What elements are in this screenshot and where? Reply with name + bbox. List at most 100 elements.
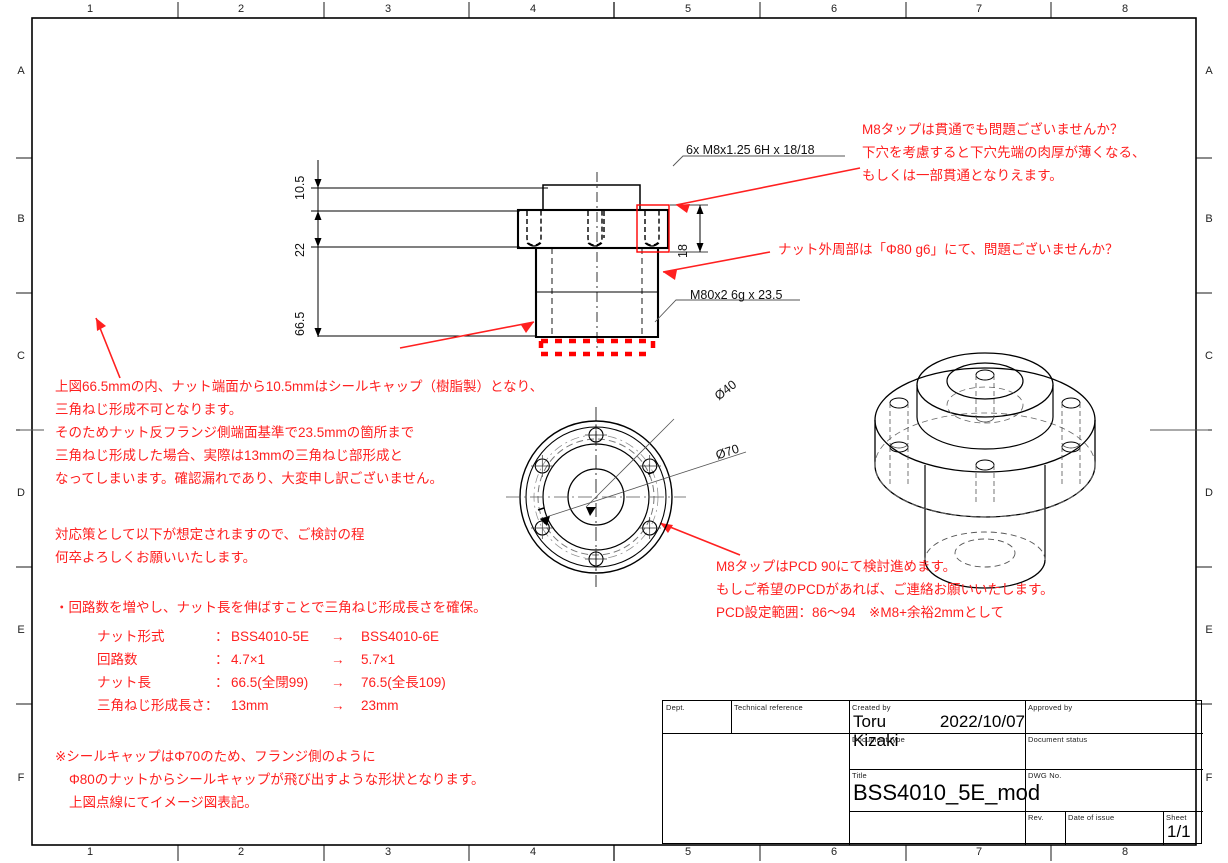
- spec-before: 13mm: [231, 698, 269, 713]
- document-type-label: Document type: [852, 735, 906, 744]
- zone-left-b: B: [17, 213, 25, 225]
- title-block-date-of-issue: Date of issue: [1065, 811, 1163, 845]
- spec-label: 回路数: [97, 652, 138, 667]
- spec-arrow: →: [331, 675, 345, 690]
- dimension-18: 18: [676, 244, 690, 258]
- annotation-seal-cap-line-5: なってしまいます。確認漏れであり、大変申し訳ございません。: [55, 471, 443, 486]
- title-block-dept: Dept.: [663, 701, 731, 733]
- spec-after: BSS4010-6E: [361, 629, 440, 644]
- spec-colon: ：: [215, 652, 229, 667]
- annotation-outer-diameter: ナット外周部は「Φ80 g6」にて、問題ございませんか？: [778, 242, 1119, 257]
- annotation-footnote-line-3: 上図点線にてイメージ図表記。: [69, 795, 258, 810]
- annotation-pcd: M8タップはPCD 90にて検討進めます。 もしご希望のPCDがあれば、ご連絡お…: [716, 555, 1054, 624]
- zone-right-f: F: [1205, 772, 1213, 784]
- annotation-seal-cap: 上図66.5mmの内、ナット端面から10.5mmはシールキャップ（樹脂製）となり…: [55, 375, 543, 490]
- document-status-label: Document status: [1028, 735, 1088, 744]
- annotation-footnote-line-2: Φ80のナットからシールキャップが飛び出すような形状となります。: [69, 772, 485, 787]
- spec-after: 5.7×1: [361, 652, 396, 667]
- zone-right-e: E: [1205, 624, 1213, 636]
- title-block-rev: Rev.: [1025, 811, 1065, 845]
- zone-right-c: C: [1205, 350, 1213, 362]
- annotation-tap-through-line-2: 下穴を考慮すると下穴先端の肉厚が薄くなる、: [862, 145, 1146, 160]
- spec-table: ナット形式 ： BSS4010-5E → BSS4010-6E 回路数 ： 4.…: [97, 625, 491, 717]
- zone-bottom-2: 2: [237, 846, 245, 858]
- annotation-tap-through-line-3: もしくは一部貫通となりえます。: [862, 168, 1063, 183]
- title-block: Dept. Technical reference Created by Tor…: [662, 700, 1203, 845]
- zone-top-8: 8: [1121, 3, 1129, 15]
- zone-right-b: B: [1205, 213, 1213, 225]
- dwg-no-label: DWG No.: [1028, 771, 1062, 780]
- title-block-approved-by: Approved by: [1025, 701, 1203, 733]
- annotation-seal-cap-line-1: 上図66.5mmの内、ナット端面から10.5mmはシールキャップ（樹脂製）となり…: [55, 379, 544, 394]
- spec-before: 66.5(全閕99): [231, 675, 309, 690]
- annotation-proposal-head: ・回路数を増やし、ナット長を伸ばすことで三角ねじ形成長さを確保。: [55, 600, 487, 615]
- zone-top-5: 5: [684, 3, 692, 15]
- approved-by-label: Approved by: [1028, 703, 1073, 712]
- zone-bottom-3: 3: [384, 846, 392, 858]
- sheet-value: 1/1: [1167, 822, 1191, 841]
- title-block-document-type: Document type: [849, 733, 1025, 769]
- spec-colon: ：: [215, 675, 229, 690]
- title-block-created-by: Created by Toru Kizaki 2022/10/07: [849, 701, 1025, 750]
- annotation-tap-through-line-1: M8タップは貫通でも問題ございませんか？: [862, 122, 1124, 137]
- annotation-seal-cap-line-2: 三角ねじ形成不可となります。: [55, 402, 243, 417]
- date-of-issue-label: Date of issue: [1068, 813, 1115, 822]
- spec-row: 三角ねじ形成長さ： 13mm → 23mm: [97, 694, 491, 717]
- thread-callout: M80x2 6g x 23.5: [690, 288, 783, 302]
- spec-row: ナット形式 ： BSS4010-5E → BSS4010-6E: [97, 625, 491, 648]
- dept-label: Dept.: [666, 703, 685, 712]
- spec-label: 三角ねじ形成長さ：: [97, 698, 219, 713]
- zone-bottom-8: 8: [1121, 846, 1129, 858]
- zone-right-d: D: [1205, 487, 1213, 499]
- sheet-label: Sheet: [1166, 813, 1187, 822]
- spec-label: ナット形式: [97, 629, 165, 644]
- rev-label: Rev.: [1028, 813, 1044, 822]
- title-value: BSS4010_5E_mod: [853, 780, 1041, 805]
- dimension-10-5: 10.5: [293, 175, 307, 200]
- dimension-66-5: 66.5: [293, 311, 307, 336]
- zone-top-7: 7: [975, 3, 983, 15]
- annotation-pcd-line-3: PCD設定範囲：86〜94 ※M8+余裕2mmとして: [716, 605, 1005, 620]
- created-by-name: Toru Kizaki: [853, 712, 899, 750]
- spec-before: BSS4010-5E: [231, 629, 310, 644]
- zone-left-a: A: [17, 65, 25, 77]
- title-block-dwg-no: DWG No.: [1025, 769, 1203, 811]
- zone-bottom-4: 4: [529, 846, 537, 858]
- spec-label: ナット長: [97, 675, 151, 690]
- title-block-technical-reference: Technical reference: [731, 701, 849, 733]
- zone-left-e: E: [17, 624, 25, 636]
- zone-bottom-5: 5: [684, 846, 692, 858]
- spec-before: 4.7×1: [231, 652, 266, 667]
- spec-after: 76.5(全長109): [361, 675, 446, 690]
- zone-top-1: 1: [86, 3, 94, 15]
- zone-left-d: D: [17, 487, 25, 499]
- dimension-22: 22: [293, 243, 307, 257]
- spec-row: ナット長 ： 66.5(全閕99) → 76.5(全長109): [97, 671, 491, 694]
- created-by-label: Created by: [852, 703, 891, 712]
- spec-arrow: →: [331, 652, 345, 667]
- annotation-request: 対応策として以下が想定されますので、ご検討の程 何卒よろしくお願いいたします。: [55, 523, 365, 569]
- title-block-title: Title BSS4010_5E_mod: [849, 769, 1041, 845]
- annotation-seal-cap-line-3: そのためナット反フランジ側端面基準で23.5mmの箇所まで: [55, 425, 415, 440]
- tap-callout: 6x M8x1.25 6H x 18/18: [686, 143, 815, 157]
- annotation-seal-cap-line-4: 三角ねじ形成した場合、実際は13mmの三角ねじ部形成と: [55, 448, 404, 463]
- spec-arrow: →: [331, 629, 345, 644]
- zone-bottom-1: 1: [86, 846, 94, 858]
- annotation-footnote: ※シールキャップはΦ70のため、フランジ側のように Φ80のナットからシールキャ…: [55, 745, 485, 814]
- zone-bottom-6: 6: [830, 846, 838, 858]
- zone-top-2: 2: [237, 3, 245, 15]
- zone-top-6: 6: [830, 3, 838, 15]
- title-label: Title: [852, 771, 867, 780]
- annotation-request-line-1: 対応策として以下が想定されますので、ご検討の程: [55, 527, 365, 542]
- title-block-document-status: Document status: [1025, 733, 1203, 769]
- annotation-pcd-line-1: M8タップはPCD 90にて検討進めます。: [716, 559, 957, 574]
- zone-right-a: A: [1205, 65, 1213, 77]
- zone-top-4: 4: [529, 3, 537, 15]
- annotation-request-line-2: 何卒よろしくお願いいたします。: [55, 550, 257, 565]
- zone-left-c: C: [17, 350, 25, 362]
- annotation-tap-through: M8タップは貫通でも問題ございませんか？ 下穴を考慮すると下穴先端の肉厚が薄くな…: [862, 118, 1146, 187]
- spec-after: 23mm: [361, 698, 399, 713]
- annotation-footnote-line-1: ※シールキャップはΦ70のため、フランジ側のように: [55, 749, 376, 764]
- zone-left-f: F: [17, 772, 25, 784]
